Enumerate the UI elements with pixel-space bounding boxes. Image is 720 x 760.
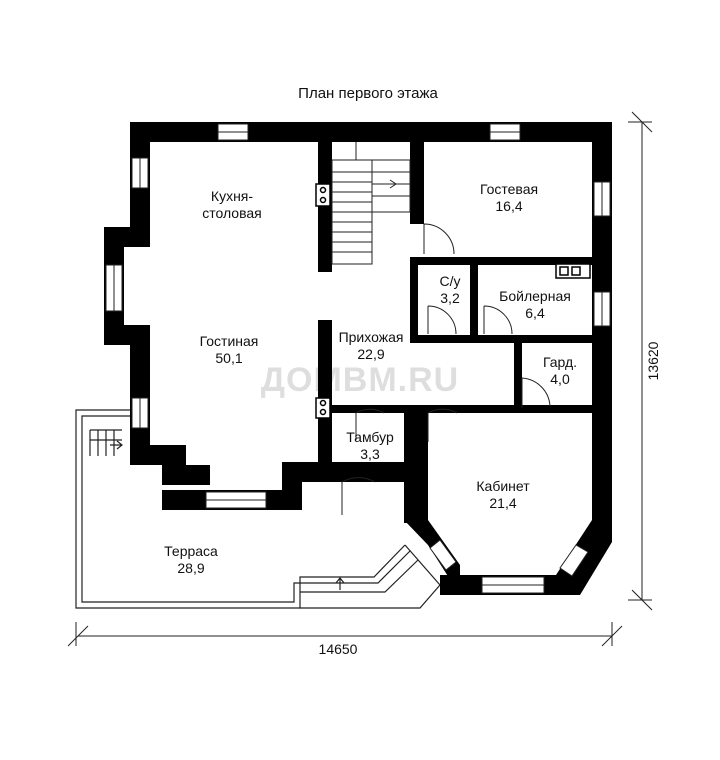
- room-living-area: 50,1: [215, 350, 242, 366]
- room-wc-name: С/у: [440, 273, 461, 289]
- room-kitchen-name: Кухня-: [211, 188, 253, 204]
- room-vestibule-area: 3,3: [360, 446, 380, 462]
- room-wardrobe-area: 4,0: [550, 371, 570, 387]
- watermark: ДОМВМ.RU: [261, 361, 459, 399]
- room-living-name: Гостиная: [200, 333, 259, 349]
- windows: [105, 123, 611, 594]
- room-study-name: Кабинет: [476, 478, 530, 494]
- room-wardrobe-name: Гард.: [543, 354, 577, 370]
- room-terrace-name: Терраса: [164, 543, 218, 559]
- room-wc-area: 3,2: [440, 290, 460, 306]
- room-vestibule-name: Тамбур: [346, 429, 394, 445]
- room-guest-area: 16,4: [495, 198, 522, 214]
- room-boiler-name: Бойлерная: [499, 288, 571, 304]
- room-terrace-area: 28,9: [177, 560, 204, 576]
- room-kitchen-name2: столовая: [202, 205, 262, 221]
- terrace: [75, 409, 441, 609]
- room-labels: Кухня- столовая Гостевая 16,4 С/у 3,2 Бо…: [164, 181, 577, 576]
- width-dimension: 14650: [319, 641, 358, 657]
- room-hall-area: 22,9: [357, 346, 384, 362]
- fixtures: [315, 183, 591, 419]
- dimension-lines: [67, 111, 653, 647]
- height-dimension: 13620: [645, 341, 661, 380]
- doors: [341, 223, 551, 515]
- room-guest-name: Гостевая: [480, 181, 538, 197]
- room-study-area: 21,4: [489, 495, 516, 511]
- staircase: [331, 142, 411, 265]
- room-boiler-area: 6,4: [525, 305, 545, 321]
- plan-title: План первого этажа: [298, 85, 438, 102]
- room-hall-name: Прихожая: [339, 329, 404, 345]
